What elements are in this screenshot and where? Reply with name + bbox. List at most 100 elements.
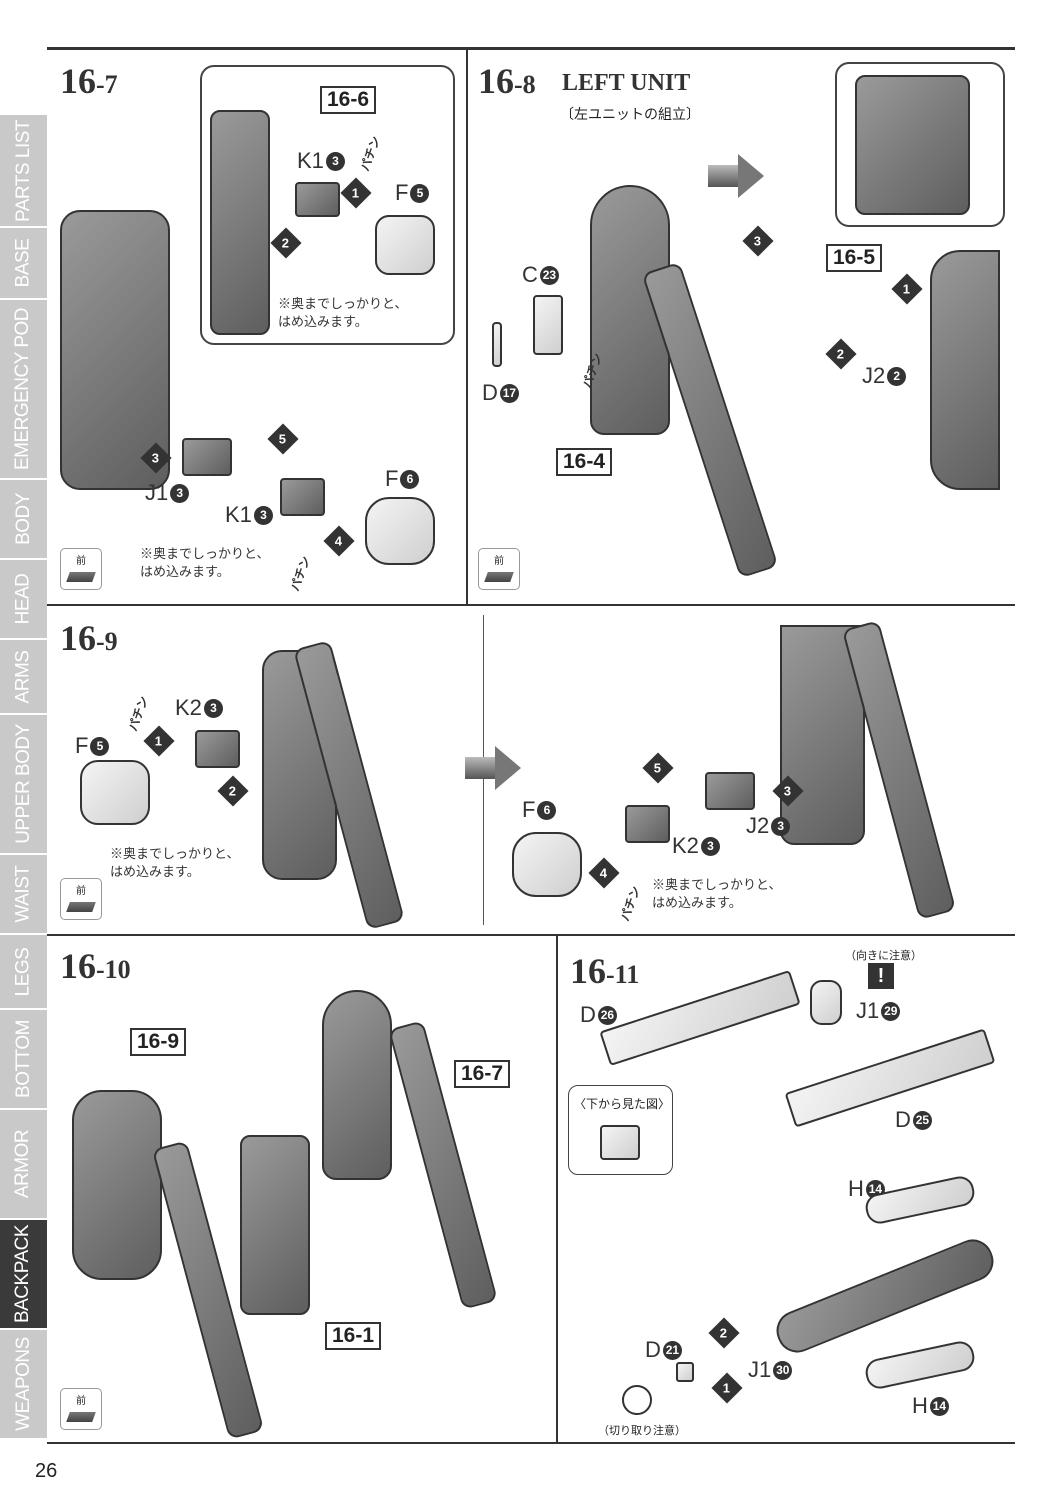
tab-label: EMERGENCY POD [12, 307, 34, 471]
step-number: 16-7 [60, 61, 118, 101]
step-marker: 1 [143, 725, 175, 757]
divider [556, 935, 558, 1442]
note-text: ※奥までしっかりと、 はめ込みます。 [652, 877, 782, 910]
tab-weapons[interactable]: WEAPONS [0, 1330, 47, 1440]
tab-label: LEGS [12, 947, 34, 996]
tab-label: ARMS [12, 650, 34, 703]
tab-emergency-pod[interactable]: EMERGENCY POD [0, 300, 47, 480]
step-number: 16-8 [478, 61, 536, 101]
step-marker: 2 [825, 338, 857, 370]
f6-part [512, 832, 582, 897]
arrow-icon [465, 757, 495, 779]
tab-label: PARTS LIST [12, 119, 34, 222]
k1-part [295, 182, 340, 217]
tab-backpack[interactable]: BACKPACK [0, 1220, 47, 1330]
tab-parts-list[interactable]: PARTS LIST [0, 115, 47, 228]
note-text: ※奥までしっかりと、 はめ込みます。 [110, 846, 240, 879]
tab-label: ARMOR [12, 1129, 34, 1199]
tab-legs[interactable]: LEGS [0, 935, 47, 1010]
divider [466, 48, 468, 604]
unit-part-16-1 [240, 1135, 310, 1315]
pachin-sound-label: パチン [287, 554, 314, 593]
step-marker: 5 [642, 752, 674, 784]
tab-label: HEAD [12, 573, 34, 625]
unit-part [72, 1090, 162, 1280]
j1-part [810, 980, 842, 1025]
ref-label: 16-1 [325, 1322, 382, 1350]
tab-label: BACKPACK [12, 1224, 34, 1324]
cut-note: （切り取り注意） [598, 1425, 686, 1437]
d25-part [784, 1028, 996, 1128]
front-indicator: 前 [478, 548, 520, 590]
k2-part [625, 805, 670, 843]
step-number: 16-11 [570, 951, 640, 991]
bottom-rule [47, 1442, 1015, 1444]
tab-label: BASE [12, 238, 34, 288]
divider [47, 934, 1015, 936]
tab-upper-body[interactable]: UPPER BODY [0, 715, 47, 855]
page-number: 26 [35, 1460, 58, 1482]
tab-label: BOTTOM [12, 1020, 34, 1098]
ref-label: 16-6 [320, 86, 377, 114]
step-number: 16-9 [60, 618, 118, 658]
pachin-sound-label: パチン [125, 694, 152, 733]
f5-part [80, 760, 150, 825]
no-cut-icon [622, 1385, 652, 1415]
ref-label: 16-7 [454, 1060, 511, 1088]
arrow-icon [495, 746, 521, 790]
unit-part [930, 250, 1000, 490]
tab-waist[interactable]: WAIST [0, 855, 47, 935]
unit-part [855, 75, 970, 215]
unit-part [60, 210, 170, 490]
tab-label: WEAPONS [12, 1337, 34, 1431]
warning-icon: ! [868, 963, 894, 989]
k2-part [195, 730, 240, 768]
step-marker: 1 [891, 273, 923, 305]
d17-part [492, 322, 502, 367]
arrow-icon [708, 165, 738, 187]
tab-bottom[interactable]: BOTTOM [0, 1010, 47, 1110]
c23-part [533, 295, 563, 355]
step-marker: 2 [217, 775, 249, 807]
arrow-icon [738, 154, 764, 198]
tab-label: BODY [12, 493, 34, 545]
tab-armor[interactable]: ARMOR [0, 1110, 47, 1220]
step-title: LEFT UNIT [562, 70, 691, 96]
front-indicator: 前 [60, 1388, 102, 1430]
step-marker: 3 [742, 225, 774, 257]
tab-head[interactable]: HEAD [0, 560, 47, 640]
step-marker: 5 [267, 423, 299, 455]
bottom-view-part [600, 1125, 640, 1160]
ref-label: 16-4 [556, 448, 613, 476]
step-marker: 1 [711, 1372, 743, 1404]
tab-arms[interactable]: ARMS [0, 640, 47, 715]
tab-base[interactable]: BASE [0, 228, 47, 300]
f6-part [365, 497, 435, 565]
weapon-part [770, 1233, 1000, 1359]
top-rule [47, 47, 1015, 50]
ref-label: 16-5 [826, 244, 883, 272]
d21-part [676, 1362, 694, 1382]
unit-part [780, 625, 865, 845]
step-marker: 2 [708, 1317, 740, 1349]
f5-part [375, 215, 435, 275]
bottom-view-label: 〈下から見た図〉 [574, 1097, 671, 1111]
tab-body[interactable]: BODY [0, 480, 47, 560]
step-subtitle: 〔左ユニットの組立〕 [560, 106, 700, 122]
